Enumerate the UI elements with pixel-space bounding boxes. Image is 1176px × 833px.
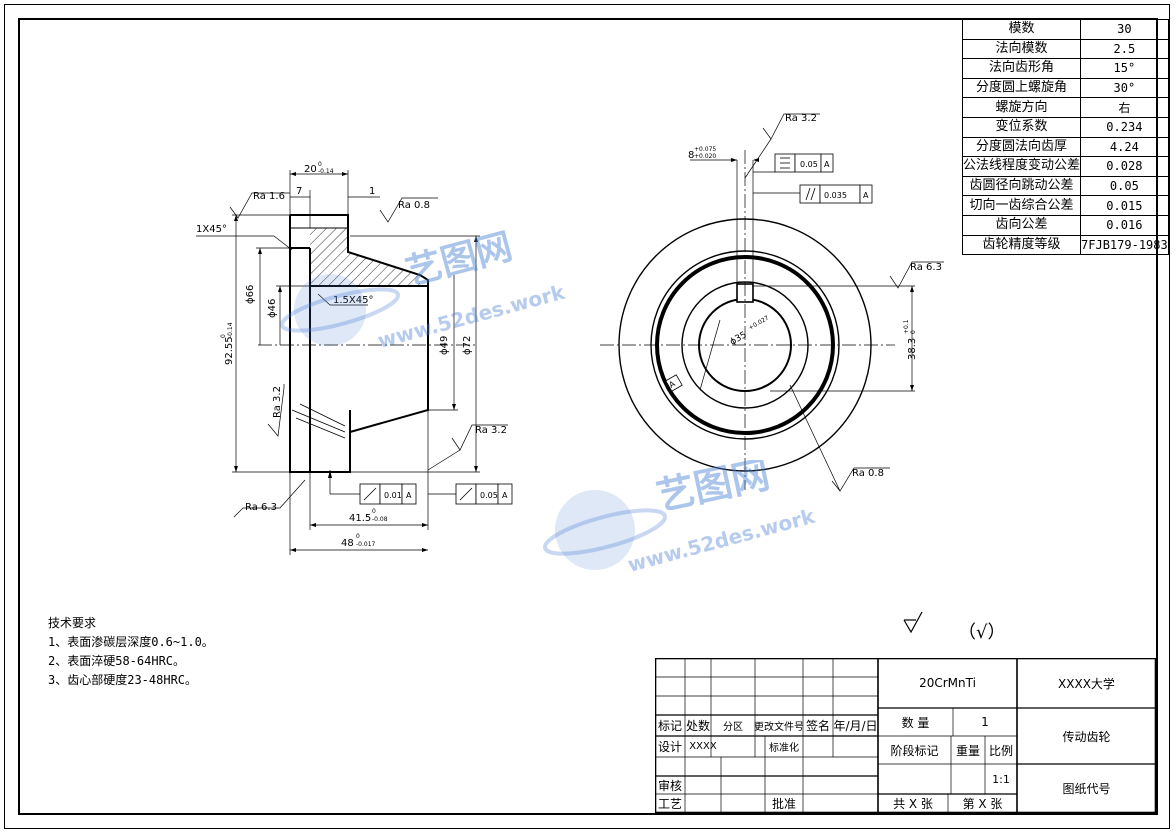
drawing-number-label: 图纸代号 xyxy=(1062,782,1111,796)
parameter-value: 4.24 xyxy=(1080,136,1169,158)
drawing-frame xyxy=(18,18,1158,815)
roughness-symbol xyxy=(903,611,923,634)
header-sign: 签名 xyxy=(805,719,830,733)
parameter-name: 公法线程度变动公差 xyxy=(961,156,1082,177)
parameter-name: 变位系数 xyxy=(961,116,1082,138)
header-doc-no: 更改文件号 xyxy=(754,722,804,733)
tech-item-3: 3、齿心部硬度23-48HRC。 xyxy=(48,673,198,687)
header-mark: 标记 xyxy=(657,719,682,733)
parameter-value: 7FJB179-1983 xyxy=(1080,234,1169,256)
technical-requirements: 技术要求 1、表面渗碳层深度0.6~1.0。 2、表面淬硬58-64HRC。 3… xyxy=(48,614,214,690)
parameter-value: 右 xyxy=(1080,97,1169,118)
sheet-number: 第 X 张 xyxy=(962,797,1003,811)
weight-label: 重量 xyxy=(955,743,980,758)
approve-label: 批准 xyxy=(771,797,796,811)
parameter-value: 30 xyxy=(1080,19,1169,40)
header-date: 年/月/日 xyxy=(833,719,878,733)
parameter-value: 0.028 xyxy=(1080,156,1169,177)
dimension-arrows-left xyxy=(234,172,478,552)
parameter-name: 分度圆上螺旋角 xyxy=(961,77,1082,99)
tolerance-frames-right xyxy=(665,153,873,392)
hatched-section xyxy=(310,228,420,286)
standardization-label: 标准化 xyxy=(769,743,799,754)
parameter-row: 螺旋方向右 xyxy=(961,97,1169,118)
parameter-name: 法向齿形角 xyxy=(961,58,1082,79)
parameter-name: 分度圆法向齿厚 xyxy=(961,136,1082,158)
design-label: 设计 xyxy=(657,740,682,754)
parameter-value: 2.5 xyxy=(1080,38,1169,60)
parameter-value: 30° xyxy=(1080,77,1169,99)
scale-label: 比例 xyxy=(988,743,1013,758)
material: 20CrMnTi xyxy=(919,676,976,690)
total-sheets: 共 X 张 xyxy=(893,797,933,811)
designer-name: XXXX xyxy=(689,741,717,752)
parameter-name: 螺旋方向 xyxy=(961,97,1082,118)
parameter-name: 齿轮精度等级 xyxy=(961,234,1082,256)
parameter-value: 0.015 xyxy=(1080,195,1169,216)
tech-item-2: 2、表面淬硬58-64HRC。 xyxy=(48,654,186,668)
quantity-value: 1 xyxy=(981,715,989,729)
parameter-name: 模数 xyxy=(961,19,1082,40)
dimension-arrows-right xyxy=(731,158,914,391)
roughness-other-note: （√） xyxy=(958,622,1006,643)
scale-value: 1:1 xyxy=(992,772,1010,786)
parameter-value: 0.234 xyxy=(1080,116,1169,138)
parameter-value: 0.05 xyxy=(1080,175,1169,197)
title-block: 20CrMnTi XXXX大学 传动齿轮 图纸代号 数 量 1 阶段标记 重量 … xyxy=(655,658,1156,813)
parameter-name: 切向一齿综合公差 xyxy=(961,195,1082,216)
stage-label: 阶段标记 xyxy=(890,743,939,758)
tolerance-frames-left xyxy=(359,483,513,505)
parameter-name: 法向模数 xyxy=(961,38,1082,60)
tech-item-1: 1、表面渗碳层深度0.6~1.0。 xyxy=(48,635,214,649)
review-label: 审核 xyxy=(657,778,682,793)
process-label: 工艺 xyxy=(657,797,682,811)
parameter-name: 齿圆径向跳动公差 xyxy=(961,175,1082,197)
outer-border xyxy=(4,4,1170,829)
quantity-label: 数 量 xyxy=(901,715,930,730)
centerlines-right xyxy=(600,150,895,490)
header-count: 处数 xyxy=(685,719,710,733)
parameter-value: 0.016 xyxy=(1080,214,1169,236)
title-block-grid xyxy=(655,658,1156,813)
parameter-name: 齿向公差 xyxy=(961,214,1082,236)
school-name: XXXX大学 xyxy=(1058,676,1115,691)
tooth-lines xyxy=(291,403,346,439)
part-name: 传动齿轮 xyxy=(1062,729,1111,744)
dimension-lines-left xyxy=(196,170,508,555)
header-zone: 分区 xyxy=(723,722,743,733)
parameter-value: 15° xyxy=(1080,58,1169,79)
tech-title: 技术要求 xyxy=(48,616,97,630)
